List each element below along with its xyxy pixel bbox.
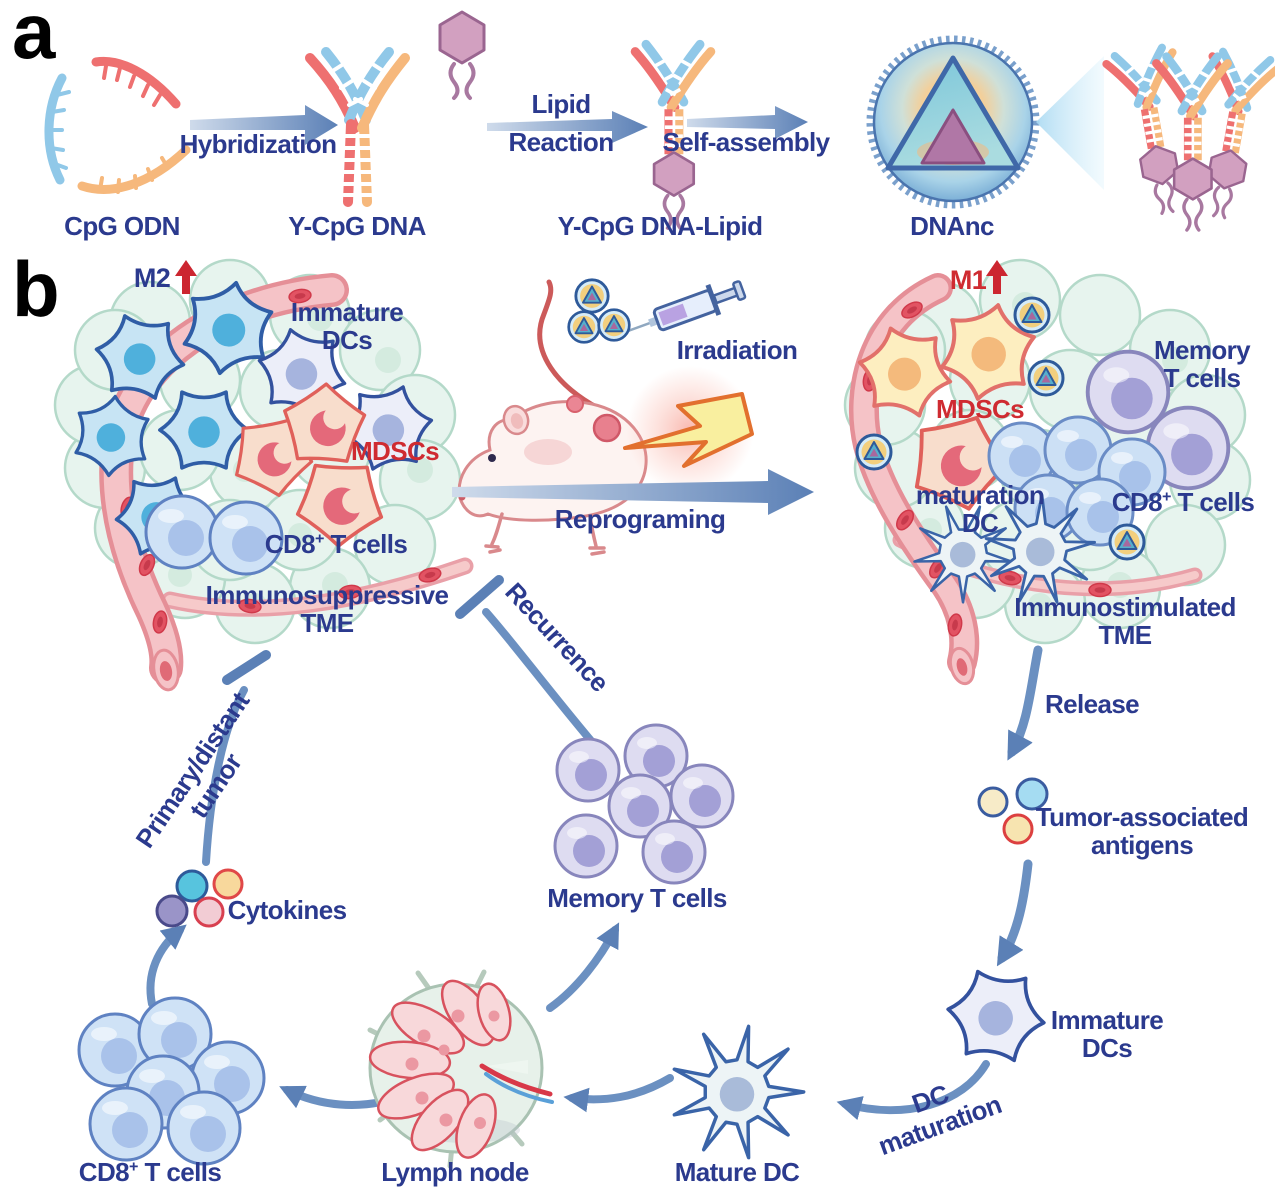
memory-t-center-label: Memory T cells <box>547 883 727 913</box>
cytokines-blocked-arrow <box>202 650 271 866</box>
y-cpg-dna-label: Y-CpG DNA <box>288 211 426 241</box>
lipid-reaction-arrow <box>487 111 648 143</box>
reprograming-label: Reprograming <box>554 504 726 534</box>
dnanc-label: DNAnc <box>910 211 994 241</box>
mature-dc-label: Mature DC <box>674 1157 800 1187</box>
dnanc-particles-injected <box>567 278 631 344</box>
recurrence-blocked-arrow <box>455 575 596 746</box>
cd8-bottom-label: CD8+ T cells <box>78 1157 222 1187</box>
memory-t-right-label: Memory T cells <box>1153 335 1251 394</box>
memory-t-cell-cluster <box>553 723 735 885</box>
self-assembly-label: Self-assembly <box>662 127 830 157</box>
cd8-right-label: CD8+ T cells <box>1111 487 1255 517</box>
cd8-to-cytokines-arrow <box>146 924 187 1008</box>
cd8-t-cell-cluster-bottom <box>77 996 266 1166</box>
immature-dcs-left-label: Immature DCs <box>290 297 404 356</box>
cycle-arrows <box>146 645 1043 1121</box>
m1-label: M1 <box>949 265 987 295</box>
lipid-icon <box>438 10 486 100</box>
dc-maturation-arrow <box>836 1060 990 1121</box>
lymph-node-illustration <box>367 969 554 1169</box>
zoom-beam <box>1036 56 1104 190</box>
cd8-left-label: CD8+ T cells <box>264 529 408 559</box>
immature-dcs-cycle-label: Immature DCs <box>1050 1005 1164 1064</box>
lymph-node-label: Lymph node <box>381 1157 529 1187</box>
panel-b-label: b <box>12 245 60 333</box>
m2-label: M2 <box>133 263 171 293</box>
tumor-associated-antigens-label: Tumor-associated antigens <box>1035 802 1249 861</box>
immature-dc-cycle-cell <box>940 966 1052 1066</box>
immunostimulated-tme-label: Immunostimulated TME <box>1014 592 1236 651</box>
cytokine-icons <box>155 868 244 928</box>
release-label: Release <box>1044 689 1140 719</box>
panel-a-label: a <box>12 0 55 75</box>
irradiation-label: Irradiation <box>676 335 798 365</box>
self-assembly-arrow <box>687 106 808 139</box>
maturation-dc-label: maturation DC <box>915 480 1045 539</box>
dnanc-sphere <box>866 35 1040 209</box>
reprograming-arrow <box>452 469 814 515</box>
mature-dc-cell <box>672 1024 806 1160</box>
maturedc-to-lymph-arrow <box>563 1074 674 1113</box>
immunosuppressive-tme-label: Immunosuppressive TME <box>205 580 449 639</box>
dnanc-cluster-inset <box>1105 46 1275 230</box>
lymph-to-memory-arrow <box>546 922 620 1012</box>
cpg-odn-illustration <box>44 56 191 194</box>
mdscs-left-label: MDSCs <box>350 436 440 466</box>
cytokines-label: Cytokines <box>227 895 347 925</box>
taa-to-idc-arrow <box>996 859 1033 967</box>
reaction-label: Reaction <box>508 127 614 157</box>
tumor-associated-antigen-icons <box>977 777 1049 845</box>
y-cpg-dna-illustration <box>305 47 410 207</box>
hybridization-label: Hybridization <box>179 129 337 159</box>
lipid-label: Lipid <box>531 89 591 119</box>
lightning-bolt-icon <box>623 392 754 468</box>
hybridization-arrow <box>190 105 338 145</box>
y-cpg-dna-lipid-label: Y-CpG DNA-Lipid <box>557 211 763 241</box>
release-arrow <box>1007 645 1043 761</box>
cpg-odn-label: CpG ODN <box>64 211 180 241</box>
mdscs-right-label: MDSCs <box>935 394 1025 424</box>
